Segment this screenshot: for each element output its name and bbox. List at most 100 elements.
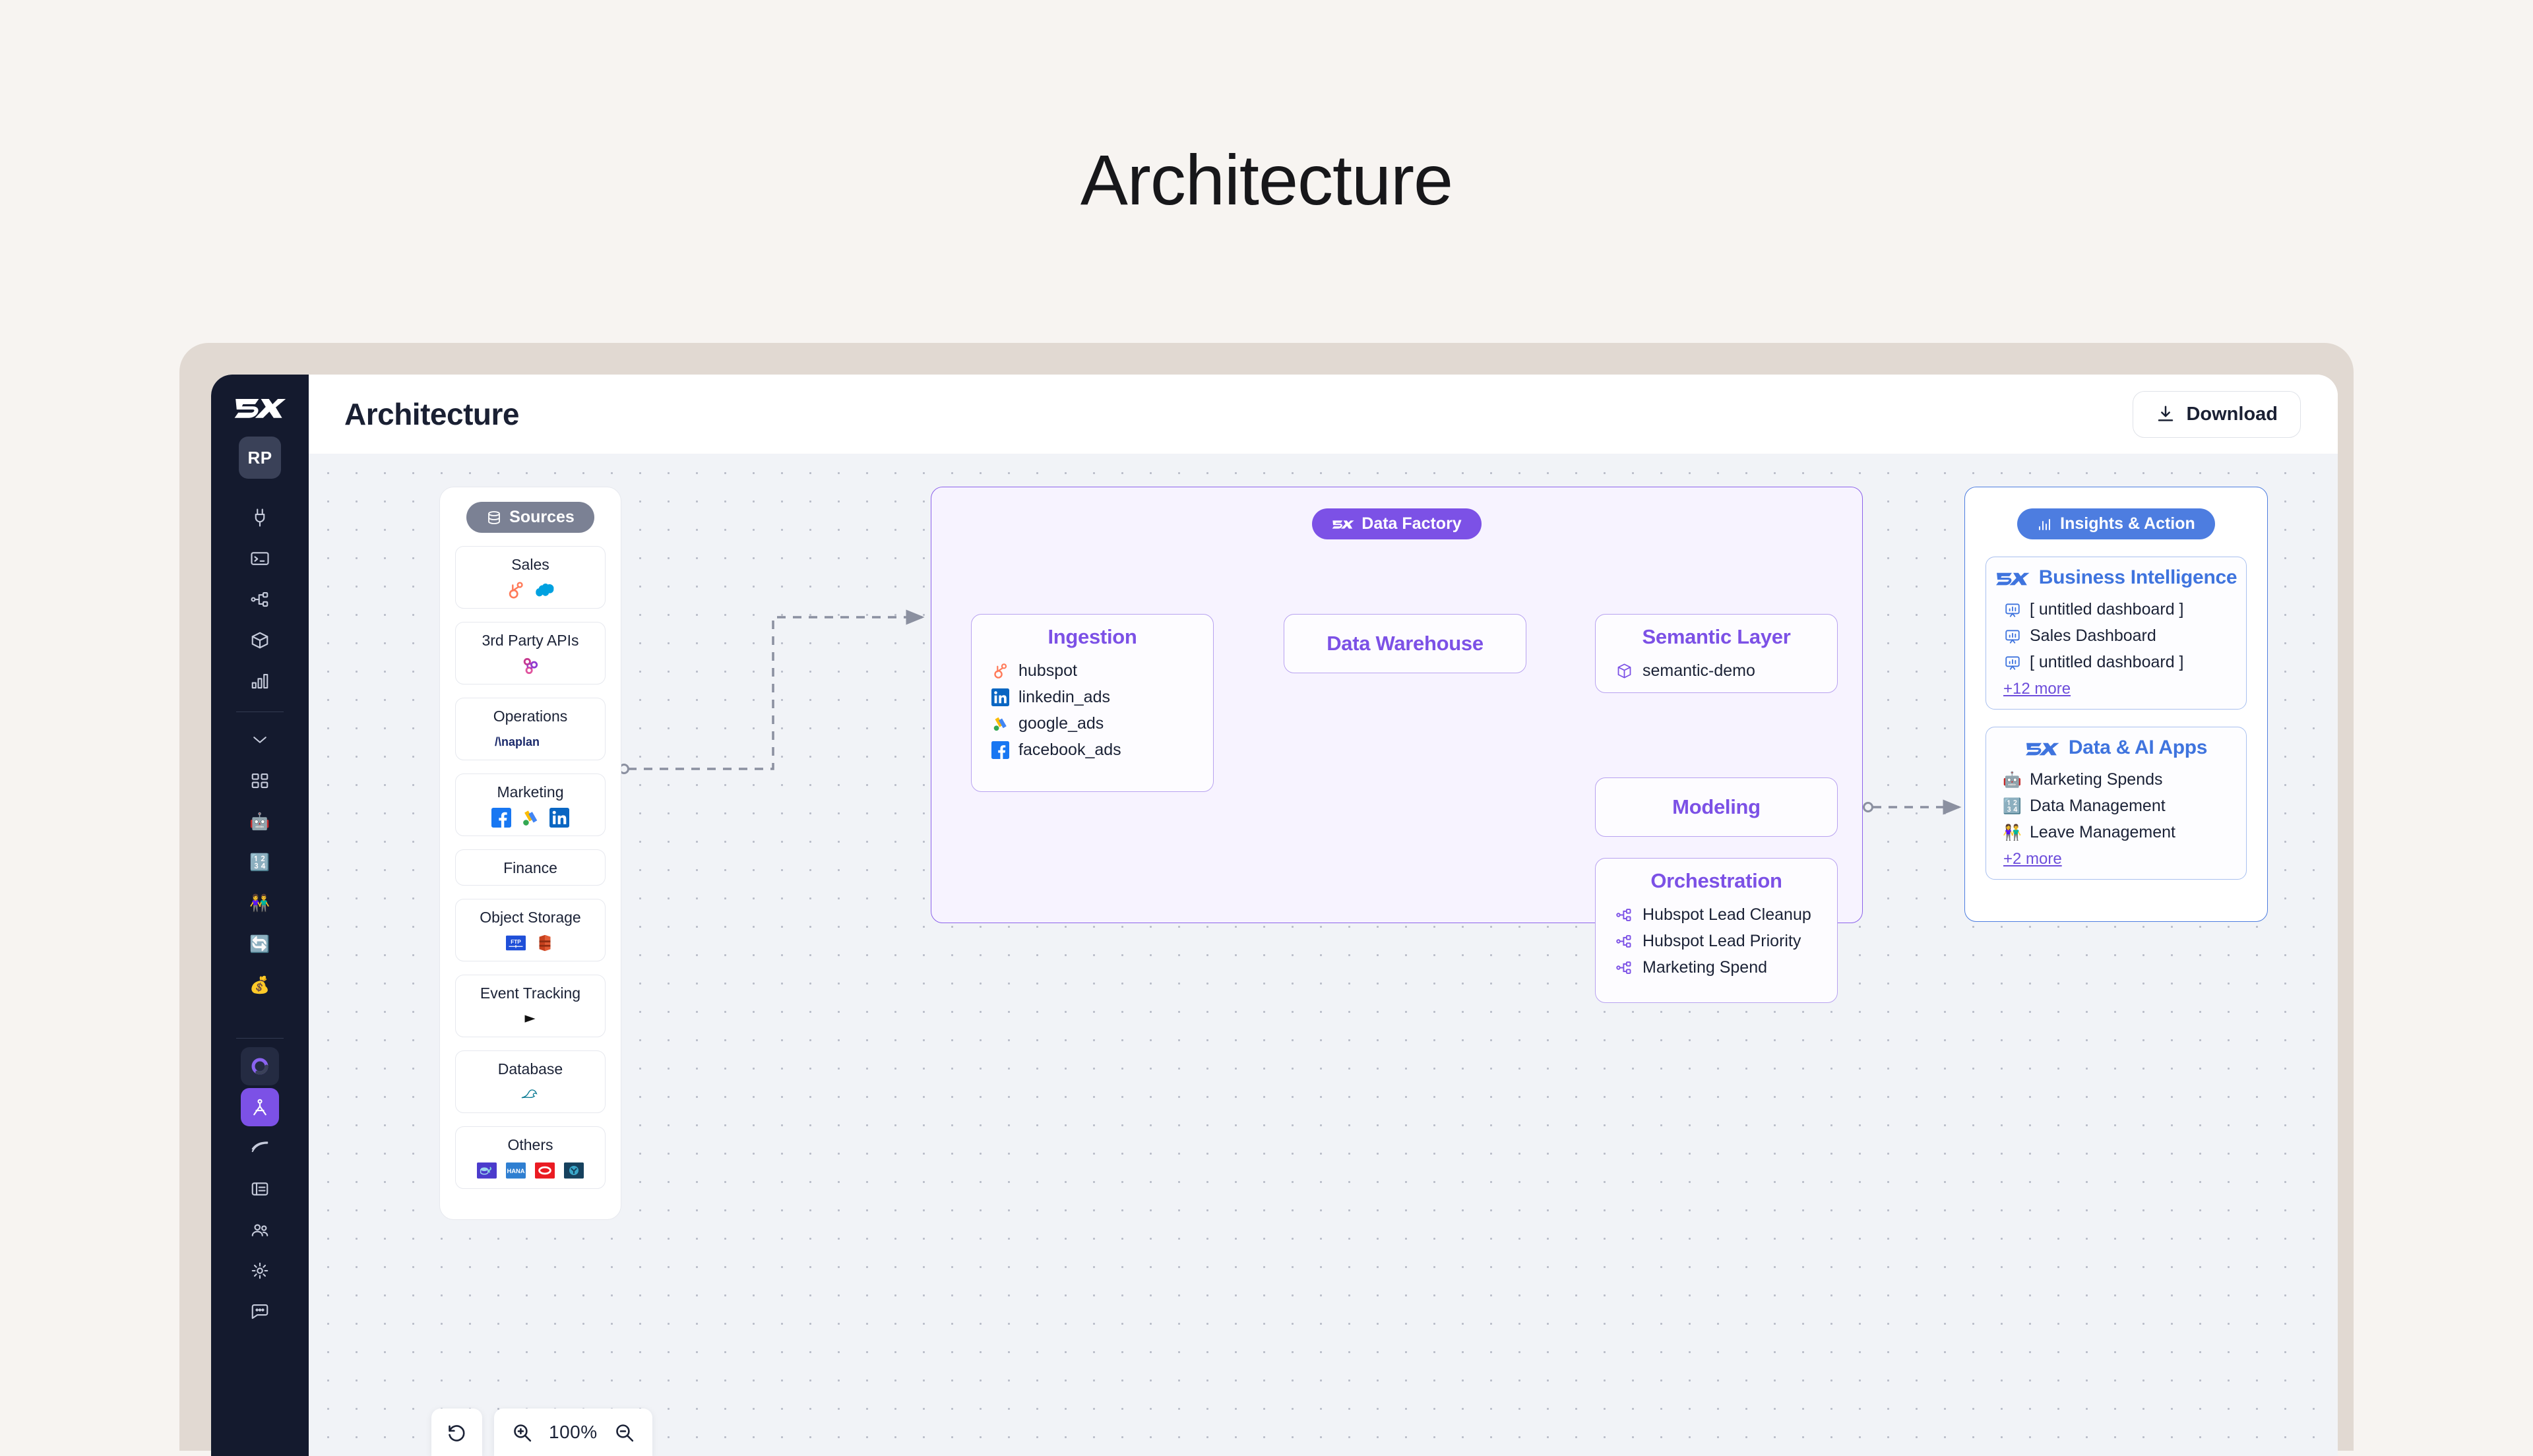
- sidebar-item-team-icon[interactable]: [241, 1211, 279, 1249]
- svg-text:FTP: FTP: [511, 939, 521, 945]
- source-card-title: Others: [507, 1136, 553, 1153]
- salesforce-logo-icon: [536, 583, 554, 597]
- node-title: Ingestion: [1048, 625, 1137, 648]
- node-list-item[interactable]: Hubspot Lead Cleanup: [1615, 905, 1837, 925]
- insights-action-group: Insights & Action Business Intelligence: [1964, 487, 2268, 922]
- zoom-out-icon: [615, 1424, 633, 1441]
- insights-list-item[interactable]: 🤖 Marketing Spends: [2003, 770, 2246, 789]
- diagram-canvas[interactable]: Sources Sales: [309, 454, 2338, 1456]
- source-card-others[interactable]: Others HANA: [455, 1126, 606, 1189]
- insights-list-item-label: Leave Management: [2030, 823, 2175, 841]
- insights-card-data-ai-apps[interactable]: Data & AI Apps 🤖 Marketing Spends 🔢 Data…: [1986, 727, 2247, 880]
- insights-card-business-intelligence[interactable]: Business Intelligence [ untitled dashboa…: [1986, 557, 2247, 710]
- node-list-item[interactable]: hubspot: [991, 661, 1213, 681]
- plug-icon: [255, 508, 265, 527]
- sidebar-item-architecture-icon[interactable]: [241, 1088, 279, 1126]
- insights-list-item[interactable]: 🔢 Data Management: [2003, 797, 2246, 816]
- page-heading: Architecture: [344, 397, 519, 431]
- avatar[interactable]: RP: [239, 437, 281, 479]
- insights-card-header: Business Intelligence: [1986, 566, 2246, 589]
- node-list-item-label: Marketing Spend: [1642, 958, 1768, 977]
- sidebar-item-money-emoji[interactable]: 💰: [249, 975, 270, 994]
- insights-list-item-label: [ untitled dashboard ]: [2030, 653, 2184, 671]
- node-data-warehouse[interactable]: Data Warehouse: [1284, 614, 1526, 673]
- linkedin-logo-icon: [549, 808, 569, 828]
- source-card-logos: [462, 1085, 598, 1105]
- sidebar-item-pipeline-icon[interactable]: [241, 1129, 279, 1167]
- source-card-sales[interactable]: Sales: [455, 546, 606, 609]
- node-orchestration[interactable]: Orchestration Hubspot Lead Cleanup: [1595, 858, 1838, 1003]
- source-card-database[interactable]: Database: [455, 1050, 606, 1113]
- source-card-logos: [462, 656, 598, 676]
- data-factory-group: Data Factory Ingestion hubspot: [931, 487, 1863, 1003]
- node-list-item[interactable]: semantic-demo: [1615, 661, 1837, 681]
- sidebar-item-input-numbers-emoji[interactable]: 🔢: [249, 853, 270, 872]
- node-list-item-label: semantic-demo: [1642, 661, 1755, 680]
- node-list-item-label: facebook_ads: [1018, 741, 1121, 759]
- insights-list-item[interactable]: [ untitled dashboard ]: [2003, 600, 2246, 619]
- insights-list-item[interactable]: 👫 Leave Management: [2003, 823, 2246, 842]
- sidebar-item-robot-emoji[interactable]: 🤖: [249, 812, 270, 831]
- node-ingestion[interactable]: Ingestion hubspot linkedin_a: [971, 614, 1214, 792]
- data-ai-apps-more-link[interactable]: +2 more: [2003, 850, 2062, 868]
- sidebar-item-orchestration-icon[interactable]: [241, 580, 279, 619]
- insights-list-item[interactable]: [ untitled dashboard ]: [2003, 653, 2246, 672]
- node-list-item[interactable]: Hubspot Lead Priority: [1615, 932, 1837, 951]
- zoom-out-button[interactable]: [613, 1422, 635, 1443]
- sources-badge[interactable]: Sources: [466, 502, 594, 533]
- sidebar-item-settings-icon[interactable]: [241, 1252, 279, 1290]
- download-button[interactable]: Download: [2133, 390, 2301, 438]
- node-list-item-label: Hubspot Lead Cleanup: [1642, 905, 1811, 924]
- sidebar-item-plug-icon[interactable]: [241, 499, 279, 537]
- chat-icon: [251, 1304, 268, 1320]
- node-item-list: hubspot linkedin_ads googl: [972, 649, 1213, 772]
- node-list-item-label: hubspot: [1018, 661, 1077, 680]
- business-intelligence-more-link[interactable]: +12 more: [2003, 680, 2071, 698]
- canvas-toolbar: 100%: [431, 1409, 652, 1456]
- insights-action-badge[interactable]: Insights & Action: [2017, 508, 2215, 539]
- data-factory-badge-wrap: Data Factory: [931, 508, 1862, 539]
- webhook-logo-icon: [523, 657, 538, 675]
- edge-sources-to-ingestion: [619, 609, 925, 774]
- sidebar-item-people-emoji[interactable]: 👫: [249, 894, 270, 913]
- source-card-finance[interactable]: Finance: [455, 849, 606, 886]
- data-factory-badge-label: Data Factory: [1361, 514, 1462, 533]
- source-card-object-storage[interactable]: Object Storage FTP: [455, 899, 606, 961]
- yellowbrick-logo-icon: [564, 1162, 584, 1179]
- main-area: Architecture Download: [309, 375, 2338, 1456]
- node-list-item[interactable]: Marketing Spend: [1615, 958, 1837, 977]
- zoom-controls: 100%: [494, 1409, 652, 1456]
- sidebar-item-cube-icon[interactable]: [241, 621, 279, 659]
- source-card-marketing[interactable]: Marketing: [455, 774, 606, 836]
- sidebar-divider-2: [236, 1038, 284, 1039]
- node-list-item[interactable]: facebook_ads: [991, 741, 1213, 760]
- source-card-operations[interactable]: Operations /\naplan: [455, 698, 606, 760]
- data-factory-badge[interactable]: Data Factory: [1312, 508, 1482, 539]
- node-list-item[interactable]: linkedin_ads: [991, 688, 1213, 707]
- node-list-item[interactable]: google_ads: [991, 714, 1213, 733]
- sidebar-item-bar-chart-icon[interactable]: [241, 662, 279, 700]
- insights-card-title: Data & AI Apps: [2068, 737, 2208, 758]
- source-card-3rd-party-apis[interactable]: 3rd Party APIs: [455, 622, 606, 684]
- sidebar-item-sync-emoji[interactable]: 🔄: [249, 934, 270, 954]
- insights-card-header: Data & AI Apps: [1986, 737, 2246, 759]
- sidebar-item-chevron-down-icon[interactable]: [241, 721, 279, 759]
- zoom-in-button[interactable]: [511, 1422, 533, 1443]
- page-title: Architecture: [1080, 140, 1453, 220]
- sidebar-item-docs-icon[interactable]: [241, 1170, 279, 1208]
- sidebar-item-chat-icon[interactable]: [241, 1292, 279, 1331]
- edge-factory-to-insights: [1863, 799, 1962, 815]
- sidebar-item-terminal-icon[interactable]: [241, 539, 279, 578]
- source-card-logos: HANA: [462, 1161, 598, 1180]
- node-title: Data Warehouse: [1327, 632, 1484, 655]
- bar-chart-icon: [251, 673, 268, 689]
- source-card-logos: [462, 1009, 598, 1029]
- sidebar-item-copilot-icon[interactable]: [241, 1047, 279, 1085]
- insights-list-item[interactable]: Sales Dashboard: [2003, 626, 2246, 646]
- reset-view-button[interactable]: [431, 1409, 482, 1456]
- node-modeling[interactable]: Modeling: [1595, 777, 1838, 837]
- source-card-event-tracking[interactable]: Event Tracking: [455, 975, 606, 1037]
- sidebar-item-grid-icon[interactable]: [241, 762, 279, 800]
- node-semantic-layer[interactable]: Semantic Layer semantic-demo: [1595, 614, 1838, 693]
- sap-logo-icon: [477, 1162, 497, 1179]
